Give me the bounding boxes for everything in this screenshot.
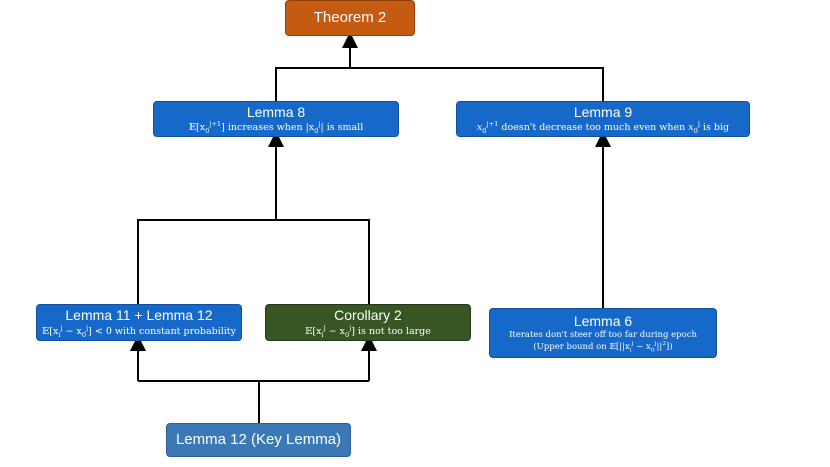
corollary2-expr: 𝔼[x	[305, 325, 322, 337]
lemma6-close: ])	[666, 342, 673, 353]
node-lemma6-line1: Iterates don't steer off too far during …	[509, 330, 697, 341]
lemma8-sup2: j	[318, 119, 321, 128]
edge-lemma11-corollary2-to-lemma8	[137, 219, 370, 304]
lemma11-sup: j	[60, 323, 63, 332]
corollary2-expr-post: ]	[351, 325, 355, 337]
node-corollary2: Corollary 2 𝔼[xij − x0j] is not too larg…	[265, 304, 471, 341]
node-lemma11-lemma12-statement: 𝔼[xij − x0j] < 0 with constant probabili…	[42, 324, 236, 339]
lemma6-expr: 𝔼[||x	[609, 342, 630, 353]
lemma8-expr-post: ]	[221, 122, 225, 134]
edge-lemma8-lemma9-to-theorem2	[275, 67, 604, 101]
lemma9-text-mid: doesn't decrease too much even when	[498, 122, 689, 134]
lemma8-sub2: 0	[314, 126, 319, 135]
lemma9-sub2: 0	[693, 126, 698, 135]
corollary2-sub2: 0	[344, 330, 350, 339]
lemma11-expr-post: ] < 0	[88, 325, 112, 337]
node-lemma8-statement: 𝔼[x0j+1] increases when |x0j| is small	[188, 119, 364, 135]
lemma11-sub2: 0	[81, 330, 87, 339]
lemma8-expr-pre: 𝔼[x	[188, 122, 206, 134]
lemma6-sub2: 0	[650, 346, 655, 354]
node-lemma9-title: Lemma 9	[573, 103, 633, 120]
corollary2-text-end: is not too large	[355, 325, 431, 337]
lemma11-text-end: with constant probability	[111, 325, 236, 337]
lemma9-var2: x	[688, 122, 694, 134]
lemma6-sub: i	[629, 346, 632, 354]
node-theorem2: Theorem 2	[285, 0, 415, 36]
lemma8-text-end: | is small	[320, 122, 364, 134]
lemma6-expr-post: ||	[656, 342, 663, 353]
node-lemma12-key: Lemma 12 (Key Lemma)	[166, 423, 351, 457]
node-lemma6-line2: (Upper bound on 𝔼[||xij − x0j||2])	[533, 340, 673, 354]
corollary2-expr-mid: − x	[325, 325, 345, 337]
corollary2-sup: j	[323, 323, 326, 332]
lemma6-expr-mid: − x	[633, 342, 651, 353]
lemma11-sub: i	[58, 330, 61, 339]
node-lemma8: Lemma 8 𝔼[x0j+1] increases when |x0j| is…	[153, 101, 399, 137]
lemma9-text-end: is big	[699, 122, 730, 134]
node-lemma6-title: Lemma 6	[573, 313, 633, 330]
node-lemma11-lemma12-title: Lemma 11 + Lemma 12	[65, 307, 213, 324]
lemma11-expr: 𝔼[x	[42, 325, 59, 337]
node-lemma12-key-title: Lemma 12 (Key Lemma)	[175, 431, 342, 449]
corollary2-sup2: j	[349, 323, 352, 332]
node-lemma6: Lemma 6 Iterates don't steer off too far…	[489, 308, 717, 358]
lemma9-sub: 0	[482, 126, 487, 135]
lemma9-sup: j+1	[486, 119, 499, 128]
lemma11-sup2: j	[86, 323, 89, 332]
node-lemma9: Lemma 9 x0j+1 doesn't decrease too much …	[456, 101, 750, 137]
node-lemma9-statement: x0j+1 doesn't decrease too much even whe…	[476, 119, 730, 135]
lemma6-line2-pre: (Upper bound on	[533, 342, 610, 353]
lemma11-expr-mid: − x	[62, 325, 82, 337]
lemma8-sup: j+1	[209, 119, 222, 128]
lemma9-sup2: j	[697, 119, 700, 128]
node-theorem2-title: Theorem 2	[313, 9, 387, 27]
lemma9-var: x	[476, 122, 483, 134]
lemma6-sup: j	[631, 340, 634, 348]
lemma8-sub: 0	[205, 126, 210, 135]
lemma6-sup2: j	[654, 340, 657, 348]
lemma6-pow: 2	[662, 340, 666, 348]
node-corollary2-title: Corollary 2	[334, 307, 402, 324]
node-corollary2-statement: 𝔼[xij − x0j] is not too large	[305, 324, 431, 339]
corollary2-sub: i	[321, 330, 324, 339]
lemma8-text-mid: increases when |x	[224, 122, 315, 134]
node-lemma8-title: Lemma 8	[246, 103, 306, 120]
node-lemma11-lemma12: Lemma 11 + Lemma 12 𝔼[xij − x0j] < 0 wit…	[36, 304, 242, 341]
